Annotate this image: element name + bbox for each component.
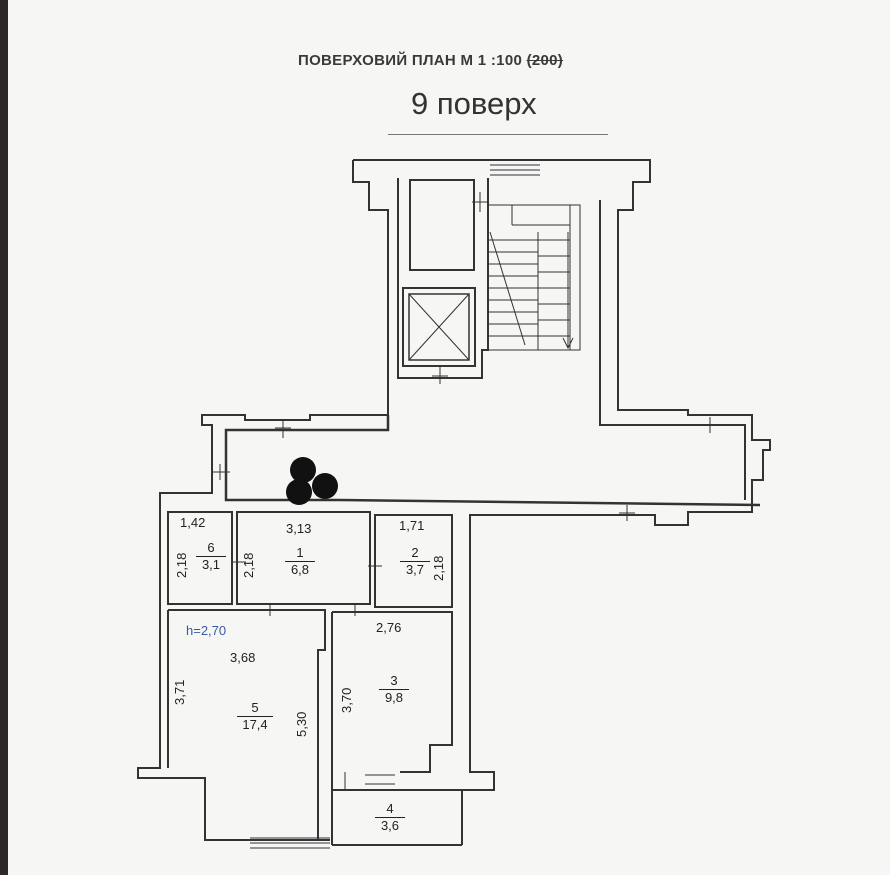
- dim-room1-height: 2,18: [241, 552, 256, 578]
- room-4-area: 3,6: [380, 818, 400, 833]
- room-3-walls: [332, 611, 453, 773]
- elevator-cross-2: [408, 293, 470, 361]
- title-main: ПОВЕРХОВИЙ ПЛАН М 1 :100: [298, 52, 527, 69]
- room-1-walls: [236, 511, 371, 605]
- plan-title: ПОВЕРХОВИЙ ПЛАН М 1 :100 (200): [298, 52, 563, 69]
- title-struck-scale: (200): [526, 52, 564, 69]
- dim-room6-width: 1,42: [180, 515, 206, 530]
- elevator-shaft: [402, 287, 476, 367]
- room-5-walls: [168, 609, 326, 840]
- room-6-walls: [167, 511, 233, 605]
- window-top: [490, 164, 540, 176]
- room-5-area: 17,4: [242, 717, 268, 732]
- room-3-number: 3: [379, 673, 409, 690]
- staircase: [487, 204, 581, 351]
- corridor-wall-inner: [224, 415, 761, 507]
- elevator-cabin: [408, 293, 470, 361]
- room-4-number: 4: [375, 801, 405, 818]
- room-2-walls: [374, 514, 453, 608]
- ceiling-height-label: h=2,70: [186, 623, 227, 638]
- room-5-number: 5: [237, 700, 273, 717]
- outer-wall-core: [353, 159, 771, 845]
- entry-marker: [286, 457, 338, 505]
- room-3-area: 9,8: [384, 690, 404, 705]
- room-2-number: 2: [400, 545, 430, 562]
- balcony-window: [250, 837, 330, 849]
- dim-room6-height: 2,18: [174, 552, 189, 578]
- dim-room5-height-right: 5,30: [294, 711, 309, 737]
- dim-room5-width: 3,68: [230, 650, 256, 665]
- room-1-area: 6,8: [290, 562, 310, 577]
- room-1-number: 1: [285, 545, 315, 562]
- utility-shaft: [409, 179, 475, 271]
- dim-room5-height-left: 3,71: [172, 679, 187, 705]
- outer-wall-top: [137, 160, 389, 841]
- door-markers: [212, 192, 718, 790]
- room-2-area: 3,7: [405, 562, 425, 577]
- floor-label: 9 поверх: [411, 86, 537, 121]
- dim-room3-height: 3,70: [339, 687, 354, 713]
- corridor-wall-right: [599, 200, 746, 500]
- dim-room2-height: 2,18: [431, 555, 446, 581]
- floor-underline: [388, 134, 608, 135]
- plan-sheet: ПОВЕРХОВИЙ ПЛАН М 1 :100 (200) 9 поверх: [8, 0, 890, 875]
- room-6-area: 3,1: [201, 557, 221, 572]
- dim-room3-width: 2,76: [376, 620, 402, 635]
- dim-room2-width: 1,71: [399, 518, 425, 533]
- room-6-number: 6: [196, 540, 226, 557]
- dim-room1-width: 3,13: [286, 521, 312, 536]
